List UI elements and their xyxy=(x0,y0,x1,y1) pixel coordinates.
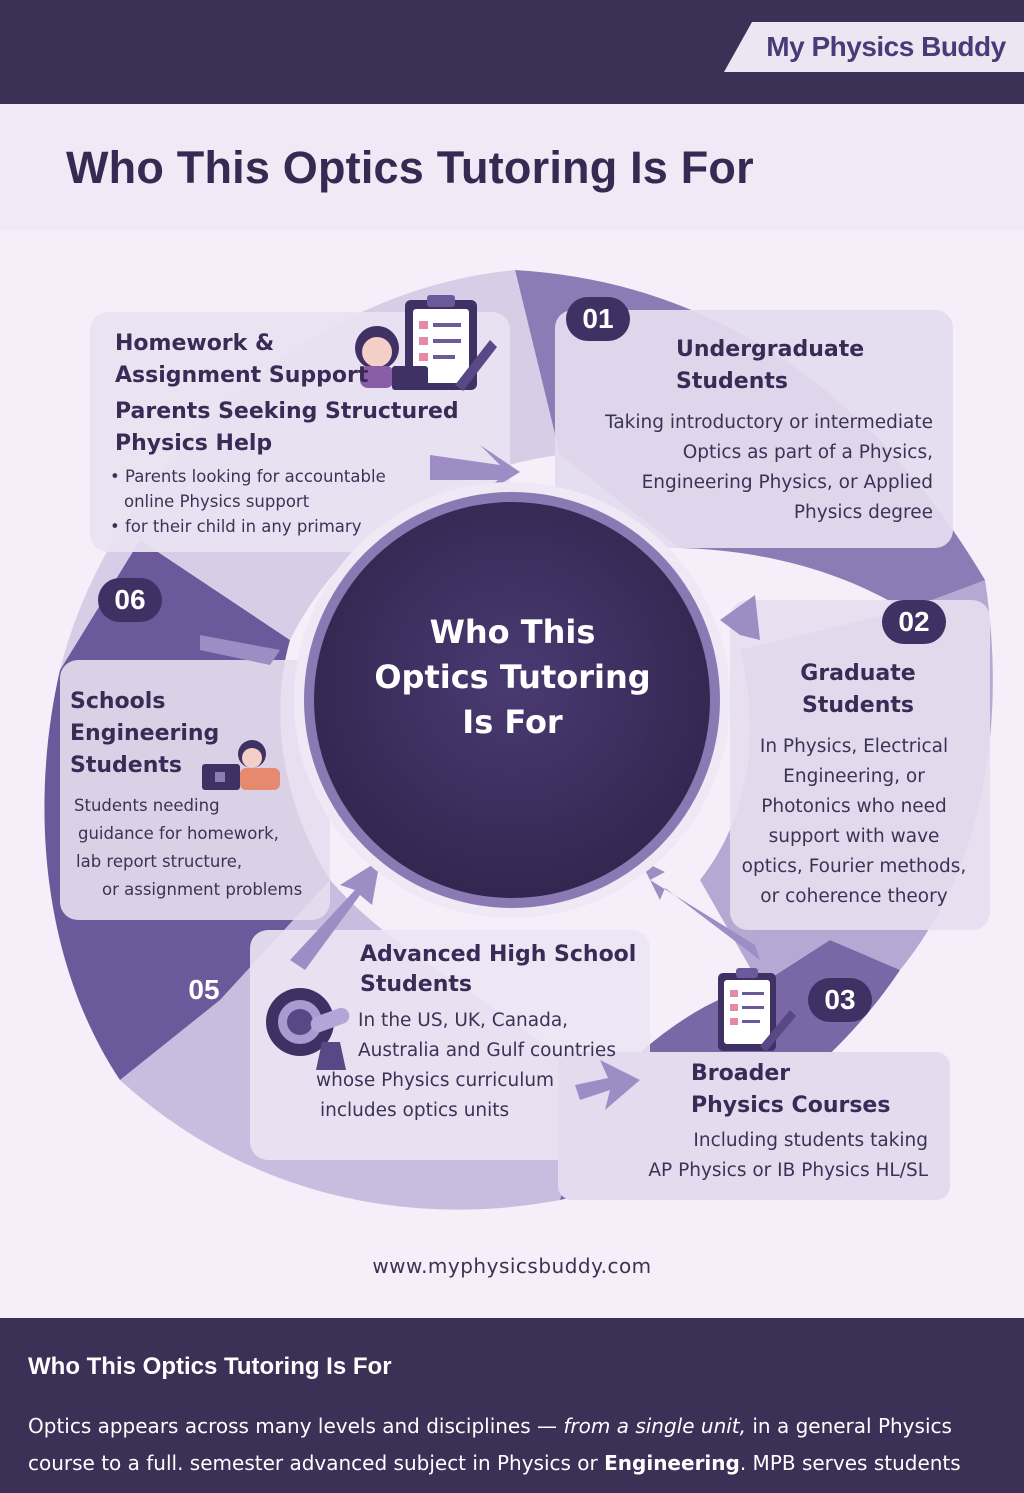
body-line: Engineering Physics, or Applied xyxy=(641,472,933,493)
segment-01-heading: Undergraduate Students xyxy=(676,334,864,398)
segment-01-body: Taking introductory or intermediate Opti… xyxy=(555,408,933,528)
number-badge-06: 06 xyxy=(98,578,162,622)
center-title: Who This Optics Tutoring Is For xyxy=(340,610,685,745)
heading-line: Assignment Support xyxy=(115,363,369,388)
card-05 xyxy=(250,930,650,1160)
body-line: Students needing xyxy=(74,796,220,815)
footer-text-part: Optics appears across many levels and di… xyxy=(28,1414,564,1438)
bullet-item: • Parents looking for accountable xyxy=(110,467,386,486)
footer-title: Who This Optics Tutoring Is For xyxy=(28,1353,392,1380)
footer-text-italic: from a single unit, xyxy=(563,1414,747,1438)
heading-line: Homework & xyxy=(115,331,275,356)
center-title-line: Optics Tutoring xyxy=(374,658,651,696)
center-disc xyxy=(314,502,710,898)
arrow-02b xyxy=(640,860,760,960)
heading-line: Parents Seeking Structured xyxy=(115,399,459,424)
segment-homework-bullets: • Parents looking for accountable online… xyxy=(110,464,470,539)
number-badge-01: 01 xyxy=(566,297,630,341)
arrow-03 xyxy=(575,1060,640,1110)
body-line: lab report structure, xyxy=(76,852,243,871)
clipboard-icon-small xyxy=(718,968,796,1052)
heading-line: Physics Help xyxy=(115,431,273,456)
card-01 xyxy=(555,310,953,548)
audience-cycle-diagram: Who This Optics Tutoring Is For 01 02 03… xyxy=(0,240,1024,1240)
footer xyxy=(0,1318,1024,1493)
body-line: guidance for homework, xyxy=(78,824,279,843)
segment-06-heading: Schools Engineering Students xyxy=(70,686,219,782)
number-badge-03: 03 xyxy=(808,978,872,1022)
heading-line: Graduate xyxy=(800,661,916,686)
segment-02-body: In Physics, Electrical Engineering, or P… xyxy=(725,732,983,912)
page-title: Who This Optics Tutoring Is For xyxy=(66,142,754,193)
heading-line: Students xyxy=(802,693,914,718)
number-badge-02: 02 xyxy=(882,600,946,644)
body-line: In the US, UK, Canada, xyxy=(358,1010,569,1031)
body-line: or coherence theory xyxy=(760,886,948,907)
heading-line: Students xyxy=(70,753,182,778)
card-06 xyxy=(60,660,330,920)
bullet-item: • for their child in any primary xyxy=(110,517,362,536)
center-title-line: Who This xyxy=(429,613,596,651)
student-desk-icon xyxy=(202,740,280,790)
body-line: AP Physics or IB Physics HL/SL xyxy=(648,1160,928,1181)
heading-line: Engineering xyxy=(70,721,220,746)
arrow-02 xyxy=(720,595,760,640)
heading-line: Advanced High School xyxy=(360,942,637,967)
body-line: Physics degree xyxy=(793,502,933,523)
footer-text-bold: Engineering xyxy=(604,1451,740,1475)
body-line: Taking introductory or intermediate xyxy=(605,412,933,433)
heading-line: Undergraduate xyxy=(676,337,865,362)
body-line: or assignment problems xyxy=(102,880,303,899)
gear-telescope-icon xyxy=(266,988,350,1070)
segment-03-body: Including students taking AP Physics or … xyxy=(566,1126,928,1186)
body-line: whose Physics curriculum xyxy=(316,1070,555,1091)
arrow-06 xyxy=(200,635,280,665)
website-url[interactable]: www.myphysicsbuddy.com xyxy=(372,1254,652,1278)
body-line: support with wave xyxy=(768,826,940,847)
body-line: includes optics units xyxy=(320,1100,510,1121)
brand-logo-text: My Physics Buddy xyxy=(766,31,1006,62)
card-03 xyxy=(558,1052,950,1200)
center-title-line: Is For xyxy=(462,703,563,741)
heading-line: Students xyxy=(676,369,788,394)
body-line: In Physics, Electrical xyxy=(759,736,949,757)
body-line: Optics as part of a Physics, xyxy=(682,442,933,463)
footer-text-part: in a general Physics course to a full. s… xyxy=(28,1414,952,1475)
body-line: Including students taking xyxy=(693,1130,928,1151)
heading-line: Students xyxy=(360,972,472,997)
bullet-item-continued: online Physics support xyxy=(124,492,310,511)
heading-line: Schools xyxy=(70,689,166,714)
segment-homework-heading: Homework & Assignment Support Parents Se… xyxy=(115,328,459,460)
student-laptop-icon xyxy=(355,326,428,390)
footer-paragraph: Optics appears across many levels and di… xyxy=(28,1408,1003,1482)
card-02 xyxy=(730,600,990,930)
cycle-graphic xyxy=(44,270,993,1210)
heading-line: Physics Courses xyxy=(691,1093,891,1118)
segment-05-body: In the US, UK, Canada, Australia and Gul… xyxy=(300,1006,640,1126)
title-band xyxy=(0,104,1024,230)
segment-03-heading: Broader Physics Courses xyxy=(691,1058,890,1122)
body-line: optics, Fourier methods, xyxy=(741,856,967,877)
bullet-text: for their child in any primary xyxy=(124,517,362,536)
arrow-05 xyxy=(290,860,380,970)
heading-line: Broader xyxy=(691,1061,791,1086)
segment-06-body: Students needing guidance for homework, … xyxy=(74,792,334,904)
footer-text-part: . MPB serves students xyxy=(739,1451,961,1475)
body-line: Australia and Gulf countries xyxy=(358,1040,616,1061)
body-line: Photonics who need xyxy=(761,796,947,817)
segment-02-heading: Graduate Students xyxy=(740,658,976,722)
body-line: Engineering, or xyxy=(783,766,925,787)
segment-05-heading: Advanced High School Students xyxy=(360,940,636,1000)
brand-logo[interactable]: My Physics Buddy xyxy=(724,22,1024,72)
number-badge-05: 05 xyxy=(188,974,220,1005)
bullet-text: Parents looking for accountable xyxy=(124,467,386,486)
